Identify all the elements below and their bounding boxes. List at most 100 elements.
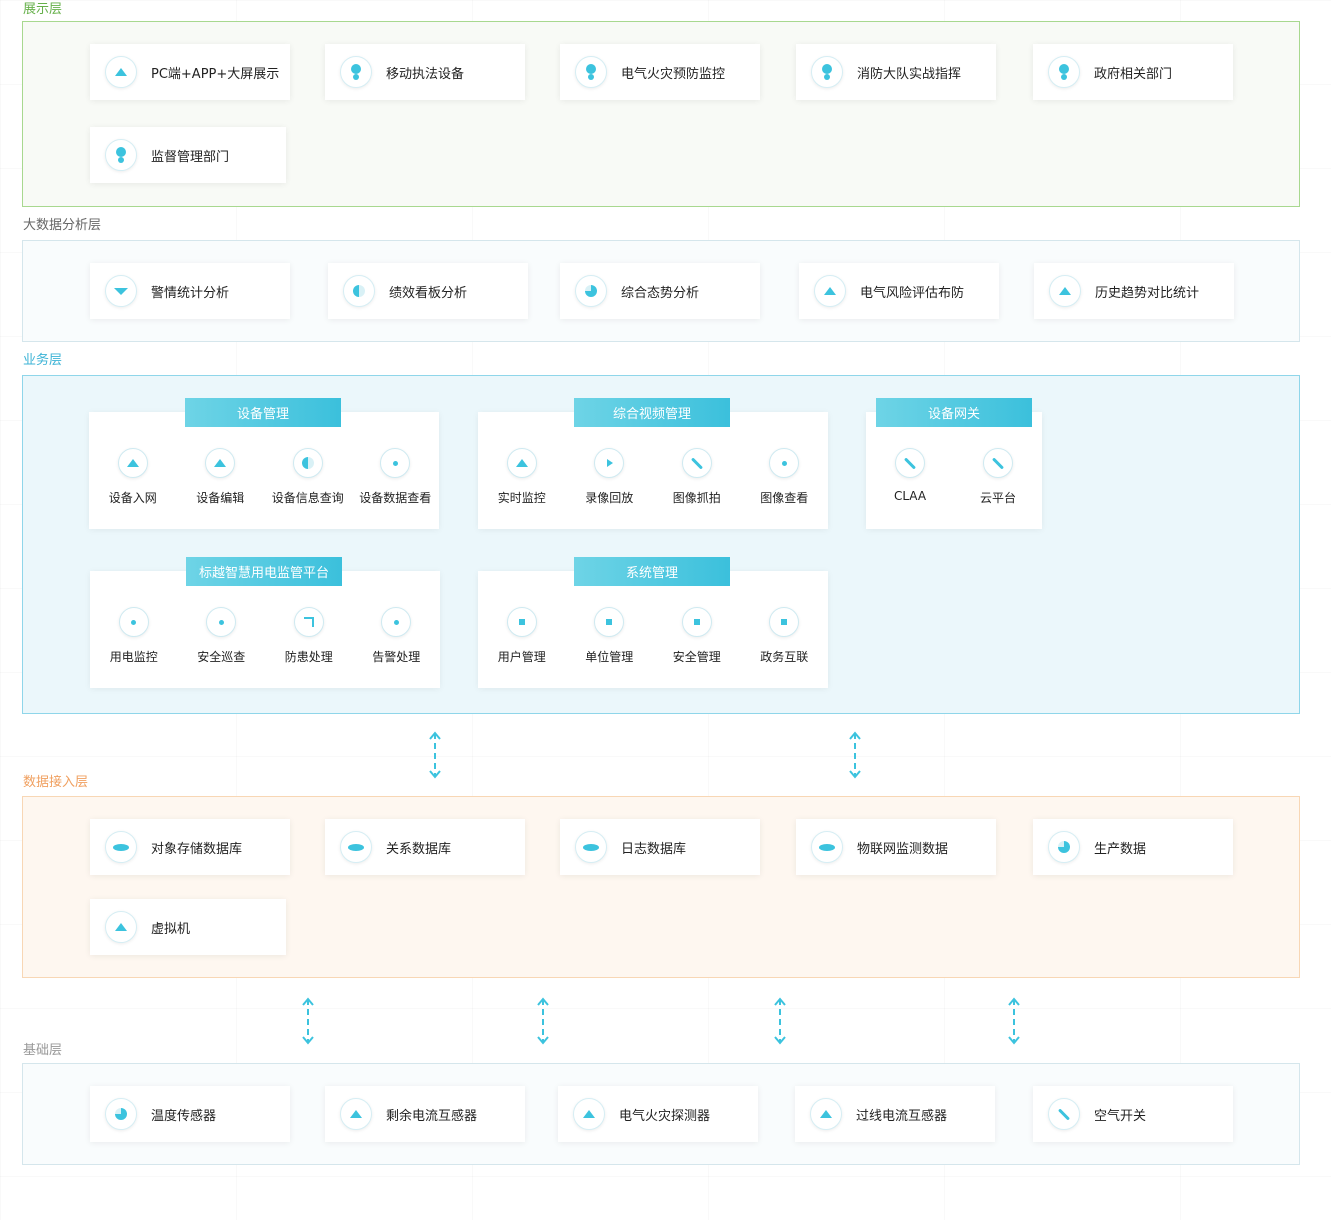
item-label: 剩余电流互感器	[386, 1108, 478, 1124]
foundation-item-line-current[interactable]: 过线电流互感器	[795, 1086, 995, 1142]
panel-device-management: 设备管理 设备入网 设备编辑 设备信息查询 设备数据查看	[89, 398, 439, 529]
presentation-item-pc-app[interactable]: PC端+APP+大屏展示	[90, 44, 290, 100]
data-item-iot[interactable]: 物联网监测数据	[796, 819, 996, 875]
foundation-item-fire-detector[interactable]: 电气火灾探测器	[558, 1086, 758, 1142]
analysis-item-risk[interactable]: 电气风险评估布防	[799, 263, 999, 319]
data-access-layer-box: 对象存储数据库 关系数据库 日志数据库 物联网监测数据 生产数据 虚拟机	[22, 796, 1300, 978]
item-label: PC端+APP+大屏展示	[151, 66, 280, 82]
half-icon	[292, 448, 323, 478]
panel-title: 系统管理	[574, 557, 730, 586]
biz-item-device-query[interactable]: 设备信息查询	[268, 448, 348, 506]
bidirectional-arrow	[429, 731, 441, 779]
item-label: 虚拟机	[151, 921, 191, 937]
biz-item-claa[interactable]: CLAA	[870, 448, 950, 506]
analysis-item-alarm-stats[interactable]: 警情统计分析	[90, 263, 290, 319]
data-item-production[interactable]: 生产数据	[1033, 819, 1233, 875]
biz-item-power-monitor[interactable]: 用电监控	[94, 607, 174, 665]
biz-item-hazard[interactable]: 防患处理	[269, 607, 349, 665]
biz-item-device-data[interactable]: 设备数据查看	[355, 448, 435, 506]
bidirectional-arrow	[537, 997, 549, 1045]
item-label: 云平台	[979, 491, 1016, 505]
panel-title: 标越智慧用电监管平台	[186, 557, 342, 586]
biz-item-alarm[interactable]: 告警处理	[356, 607, 436, 665]
item-label: 图像抓拍	[672, 491, 721, 505]
play-icon	[594, 448, 625, 478]
biz-item-security[interactable]: 安全管理	[657, 607, 737, 665]
square-icon	[506, 607, 537, 637]
item-label: 电气火灾预防监控	[621, 66, 726, 82]
analysis-item-situation[interactable]: 综合态势分析	[560, 263, 760, 319]
biz-item-capture[interactable]: 图像抓拍	[657, 448, 737, 506]
square-icon	[594, 607, 625, 637]
foundation-item-air-switch[interactable]: 空气开关	[1033, 1086, 1233, 1142]
data-item-object-storage[interactable]: 对象存储数据库	[90, 819, 290, 875]
tri-icon	[810, 1098, 842, 1130]
item-label: 录像回放	[585, 491, 634, 505]
foundation-item-temperature[interactable]: 温度传感器	[90, 1086, 290, 1142]
item-label: 关系数据库	[386, 841, 452, 857]
tri-icon	[105, 56, 137, 88]
tri-icon	[1049, 275, 1081, 307]
analysis-item-performance[interactable]: 绩效看板分析	[328, 263, 528, 319]
item-label: 历史趋势对比统计	[1095, 285, 1200, 301]
item-label: 安全巡查	[197, 650, 246, 664]
item-label: 警情统计分析	[151, 285, 230, 301]
person-icon	[340, 56, 372, 88]
item-label: 生产数据	[1094, 841, 1147, 857]
panel-title: 设备网关	[876, 398, 1032, 427]
biz-item-units[interactable]: 单位管理	[569, 607, 649, 665]
item-label: 过线电流互感器	[856, 1108, 948, 1124]
presentation-item-government[interactable]: 政府相关部门	[1033, 44, 1233, 100]
biz-item-playback[interactable]: 录像回放	[569, 448, 649, 506]
item-label: 空气开关	[1094, 1108, 1147, 1124]
biz-item-cloud[interactable]: 云平台	[958, 448, 1038, 506]
disk-icon	[811, 831, 843, 863]
dot-icon	[206, 607, 237, 637]
disk-icon	[340, 831, 372, 863]
analysis-item-history[interactable]: 历史趋势对比统计	[1034, 263, 1234, 319]
item-label: 设备编辑	[196, 491, 245, 505]
item-label: 设备入网	[108, 491, 157, 505]
dot-icon	[380, 448, 411, 478]
analysis-layer-box: 警情统计分析 绩效看板分析 综合态势分析 电气风险评估布防 历史趋势对比统计	[22, 240, 1300, 342]
pie-icon	[105, 1098, 137, 1130]
presentation-item-fire-brigade[interactable]: 消防大队实战指挥	[796, 44, 996, 100]
presentation-item-mobile[interactable]: 移动执法设备	[325, 44, 525, 100]
item-label: 温度传感器	[151, 1108, 217, 1124]
item-label: 电气火灾探测器	[619, 1108, 711, 1124]
biz-item-gov-link[interactable]: 政务互联	[744, 607, 824, 665]
presentation-layer-label: 展示层	[23, 2, 63, 17]
panel-title: 综合视频管理	[574, 398, 730, 427]
panel-smart-power-platform: 标越智慧用电监管平台 用电监控 安全巡查 防患处理 告警处理	[90, 557, 440, 688]
item-label: 消防大队实战指挥	[857, 66, 962, 82]
presentation-item-supervision[interactable]: 监督管理部门	[90, 127, 286, 183]
half-icon	[343, 275, 375, 307]
dot-icon	[769, 448, 800, 478]
item-label: 综合态势分析	[621, 285, 700, 301]
item-label: 用电监控	[109, 650, 158, 664]
biz-item-realtime[interactable]: 实时监控	[482, 448, 562, 506]
biz-item-device-register[interactable]: 设备入网	[93, 448, 173, 506]
bidirectional-arrow	[1008, 997, 1020, 1045]
biz-item-users[interactable]: 用户管理	[482, 607, 562, 665]
line-icon	[983, 448, 1013, 478]
disk-icon	[575, 831, 607, 863]
data-item-log[interactable]: 日志数据库	[560, 819, 760, 875]
biz-item-device-edit[interactable]: 设备编辑	[180, 448, 260, 506]
pie-icon	[1048, 831, 1080, 863]
item-label: 安全管理	[672, 650, 721, 664]
tri-icon	[105, 911, 137, 943]
presentation-item-fire-monitor[interactable]: 电气火灾预防监控	[560, 44, 760, 100]
item-label: 电气风险评估布防	[860, 285, 965, 301]
data-item-vm[interactable]: 虚拟机	[90, 899, 286, 955]
item-label: 监督管理部门	[151, 149, 230, 165]
square-icon	[681, 607, 712, 637]
data-item-relational[interactable]: 关系数据库	[325, 819, 525, 875]
item-label: 单位管理	[585, 650, 634, 664]
bidirectional-arrow	[302, 997, 314, 1045]
panel-system-management: 系统管理 用户管理 单位管理 安全管理 政务互联	[478, 557, 828, 688]
biz-item-patrol[interactable]: 安全巡查	[181, 607, 261, 665]
biz-item-image-view[interactable]: 图像查看	[744, 448, 824, 506]
analysis-layer-label: 大数据分析层	[23, 218, 102, 233]
foundation-item-residual-current[interactable]: 剩余电流互感器	[325, 1086, 525, 1142]
